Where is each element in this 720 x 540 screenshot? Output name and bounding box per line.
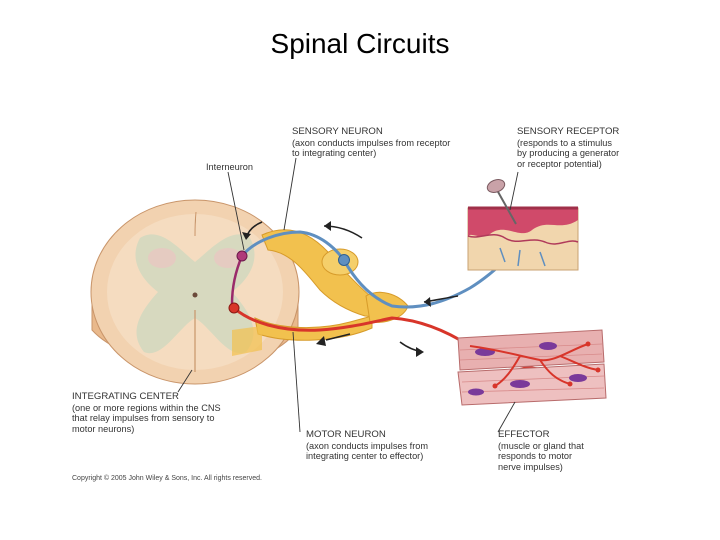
effector-muscle-tissue xyxy=(457,329,607,406)
label-sensory-receptor-line-1: (responds to a stimulus xyxy=(517,137,612,148)
impulse-direction-arrows xyxy=(242,221,459,357)
stimulus-pin-icon xyxy=(486,179,517,225)
label-sensory-neuron-line-2: to integrating center) xyxy=(292,148,377,158)
label-motor-neuron: MOTOR NEURON (axon conducts impulses fro… xyxy=(306,429,429,462)
label-sensory-receptor: SENSORY RECEPTOR (responds to a stimulus… xyxy=(517,126,620,169)
leader-lines xyxy=(177,157,519,433)
arrow-motor-outward xyxy=(316,336,326,346)
label-effector: EFFECTOR (muscle or gland that responds … xyxy=(498,429,584,472)
arrow-sensory-toward-cord xyxy=(324,221,331,231)
spinal-nerve xyxy=(232,229,409,356)
motor-cell-body xyxy=(228,302,240,314)
label-integrating-center-line-1: (one or more regions within the CNS xyxy=(72,402,221,413)
label-motor-neuron-line-2: integrating center to effector) xyxy=(306,451,424,461)
label-effector-line-3: nerve impulses) xyxy=(498,461,563,472)
label-sensory-neuron: SENSORY NEURON (axon conducts impulses f… xyxy=(292,126,451,159)
label-integrating-center-heading: INTEGRATING CENTER xyxy=(72,391,179,402)
label-integrating-center-line-3: motor neurons) xyxy=(72,423,135,434)
arrow-motor-toward-effector xyxy=(416,347,424,357)
label-sensory-neuron-line-1: (axon conducts impulses from receptor xyxy=(292,137,451,148)
label-sensory-receptor-heading: SENSORY RECEPTOR xyxy=(517,126,620,137)
label-effector-line-1: (muscle or gland that xyxy=(498,440,584,451)
label-interneuron: Interneuron xyxy=(206,162,253,172)
copyright-notice: Copyright © 2005 John Wiley & Sons, Inc.… xyxy=(72,475,262,482)
label-motor-neuron-heading: MOTOR NEURON xyxy=(306,429,386,440)
interneuron-path xyxy=(230,250,248,305)
arrow-sensory-from-receptor xyxy=(424,297,431,307)
arrow-into-cord xyxy=(242,232,251,240)
spinal-cord xyxy=(90,199,300,385)
sensory-cell-body xyxy=(338,254,350,266)
label-motor-neuron-line-1: (axon conducts impulses from xyxy=(306,440,429,451)
label-effector-heading: EFFECTOR xyxy=(498,429,550,440)
label-integrating-center-line-2: that relay impulses from sensory to xyxy=(72,413,215,423)
central-canal xyxy=(192,292,198,298)
label-sensory-receptor-line-2: by producing a generator xyxy=(517,148,620,158)
slide-title: Spinal Circuits xyxy=(270,28,450,59)
label-integrating-center: INTEGRATING CENTER (one or more regions … xyxy=(72,391,221,434)
interneuron-cell-body xyxy=(236,250,248,262)
label-effector-line-2: responds to motor xyxy=(498,451,573,461)
label-sensory-neuron-heading: SENSORY NEURON xyxy=(292,126,383,137)
skin-receptor-tissue xyxy=(467,206,579,271)
label-sensory-receptor-line-3: or receptor potential) xyxy=(517,158,602,169)
